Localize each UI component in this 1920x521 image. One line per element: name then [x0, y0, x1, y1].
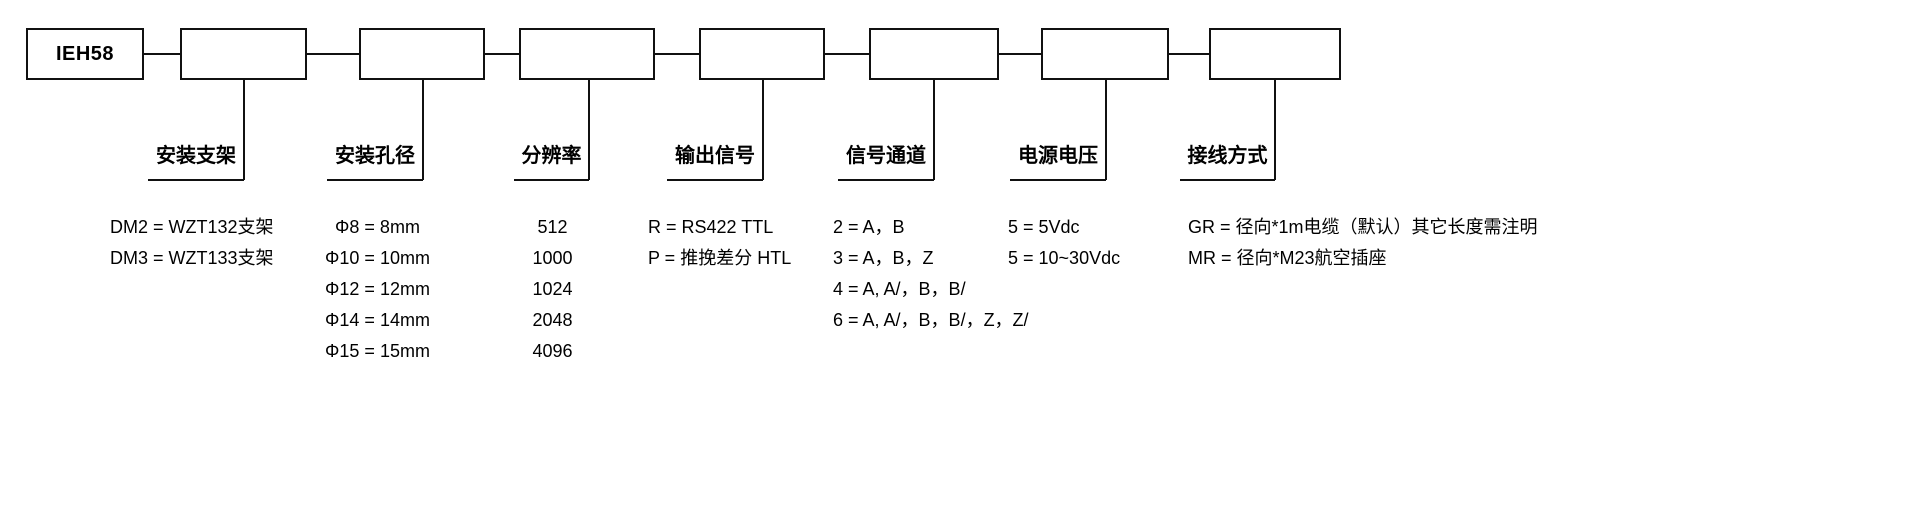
group-options-3: 512 1000 1024 2048 4096 — [505, 212, 600, 367]
group-title-2: 安装孔径 — [335, 145, 415, 167]
option-item: 5 = 5Vdc — [1008, 217, 1080, 237]
option-item: Φ8 = 8mm — [335, 217, 420, 237]
code-box-6 — [1041, 28, 1169, 80]
group-title-1: 安装支架 — [156, 145, 236, 167]
leader-line-1 — [243, 80, 245, 180]
connector-3 — [654, 53, 700, 55]
option-item: GR = 径向*1m电缆（默认）其它长度需注明 — [1188, 217, 1538, 237]
connector-5 — [998, 53, 1042, 55]
group-options-7: GR = 径向*1m电缆（默认）其它长度需注明 MR = 径向*M23航空插座 — [1188, 212, 1888, 274]
bracket-line-1 — [148, 179, 244, 181]
option-item: 1024 — [532, 279, 573, 299]
option-item: 4096 — [532, 341, 573, 361]
option-item: 512 — [537, 217, 568, 237]
option-item: DM2 = WZT132支架 — [110, 217, 274, 237]
bracket-line-6 — [1010, 179, 1106, 181]
group-options-6: 5 = 5Vdc 5 = 10~30Vdc — [1008, 212, 1198, 274]
option-item: Φ15 = 15mm — [325, 341, 430, 361]
leader-line-4 — [762, 80, 764, 180]
connector-0 — [144, 53, 180, 55]
group-title-6: 电源电压 — [1018, 145, 1098, 167]
root-code-label: IEH58 — [55, 42, 115, 65]
bracket-line-7 — [1180, 179, 1275, 181]
group-title-4: 输出信号 — [675, 145, 755, 167]
leader-line-3 — [588, 80, 590, 180]
option-item: 2048 — [532, 310, 573, 330]
group-title-5: 信号通道 — [846, 145, 926, 167]
option-item: Φ14 = 14mm — [325, 310, 430, 330]
leader-line-7 — [1274, 80, 1276, 180]
leader-line-5 — [933, 80, 935, 180]
option-item: 2 = A，B — [833, 217, 905, 237]
option-item: 5 = 10~30Vdc — [1008, 248, 1121, 268]
group-title-7: 接线方式 — [1187, 145, 1268, 167]
option-item: R = RS422 TTL — [648, 217, 774, 237]
connector-4 — [824, 53, 870, 55]
group-options-5: 2 = A，B 3 = A，B，Z 4 = A, A/，B，B/ 6 = A, … — [833, 212, 1053, 336]
option-item: 1000 — [532, 248, 573, 268]
connector-6 — [1168, 53, 1210, 55]
bracket-line-4 — [667, 179, 763, 181]
option-item: 3 = A，B，Z — [833, 248, 934, 268]
option-item: Φ10 = 10mm — [325, 248, 430, 268]
bracket-line-3 — [514, 179, 589, 181]
option-item: 4 = A, A/，B，B/ — [833, 279, 966, 299]
option-item: Φ12 = 12mm — [325, 279, 430, 299]
code-box-1 — [180, 28, 307, 80]
code-box-2 — [359, 28, 485, 80]
connector-2 — [484, 53, 520, 55]
leader-line-6 — [1105, 80, 1107, 180]
code-box-7 — [1209, 28, 1341, 80]
option-item: DM3 = WZT133支架 — [110, 248, 274, 268]
option-item: MR = 径向*M23航空插座 — [1188, 248, 1387, 268]
code-box-3 — [519, 28, 655, 80]
option-item: P = 推挽差分 HTL — [648, 248, 792, 268]
option-item: 6 = A, A/，B，B/，Z，Z/ — [833, 310, 1029, 330]
code-box-4 — [699, 28, 825, 80]
group-options-2: Φ8 = 8mm Φ10 = 10mm Φ12 = 12mm Φ14 = 14m… — [305, 212, 450, 367]
bracket-line-5 — [838, 179, 934, 181]
group-options-1: DM2 = WZT132支架 DM3 = WZT133支架 — [110, 212, 310, 274]
group-title-3: 分辨率 — [521, 145, 582, 167]
root-code-box: IEH58 — [26, 28, 144, 80]
leader-line-2 — [422, 80, 424, 180]
connector-1 — [306, 53, 360, 55]
group-options-4: R = RS422 TTL P = 推挽差分 HTL — [648, 212, 838, 274]
code-box-5 — [869, 28, 999, 80]
bracket-line-2 — [327, 179, 423, 181]
